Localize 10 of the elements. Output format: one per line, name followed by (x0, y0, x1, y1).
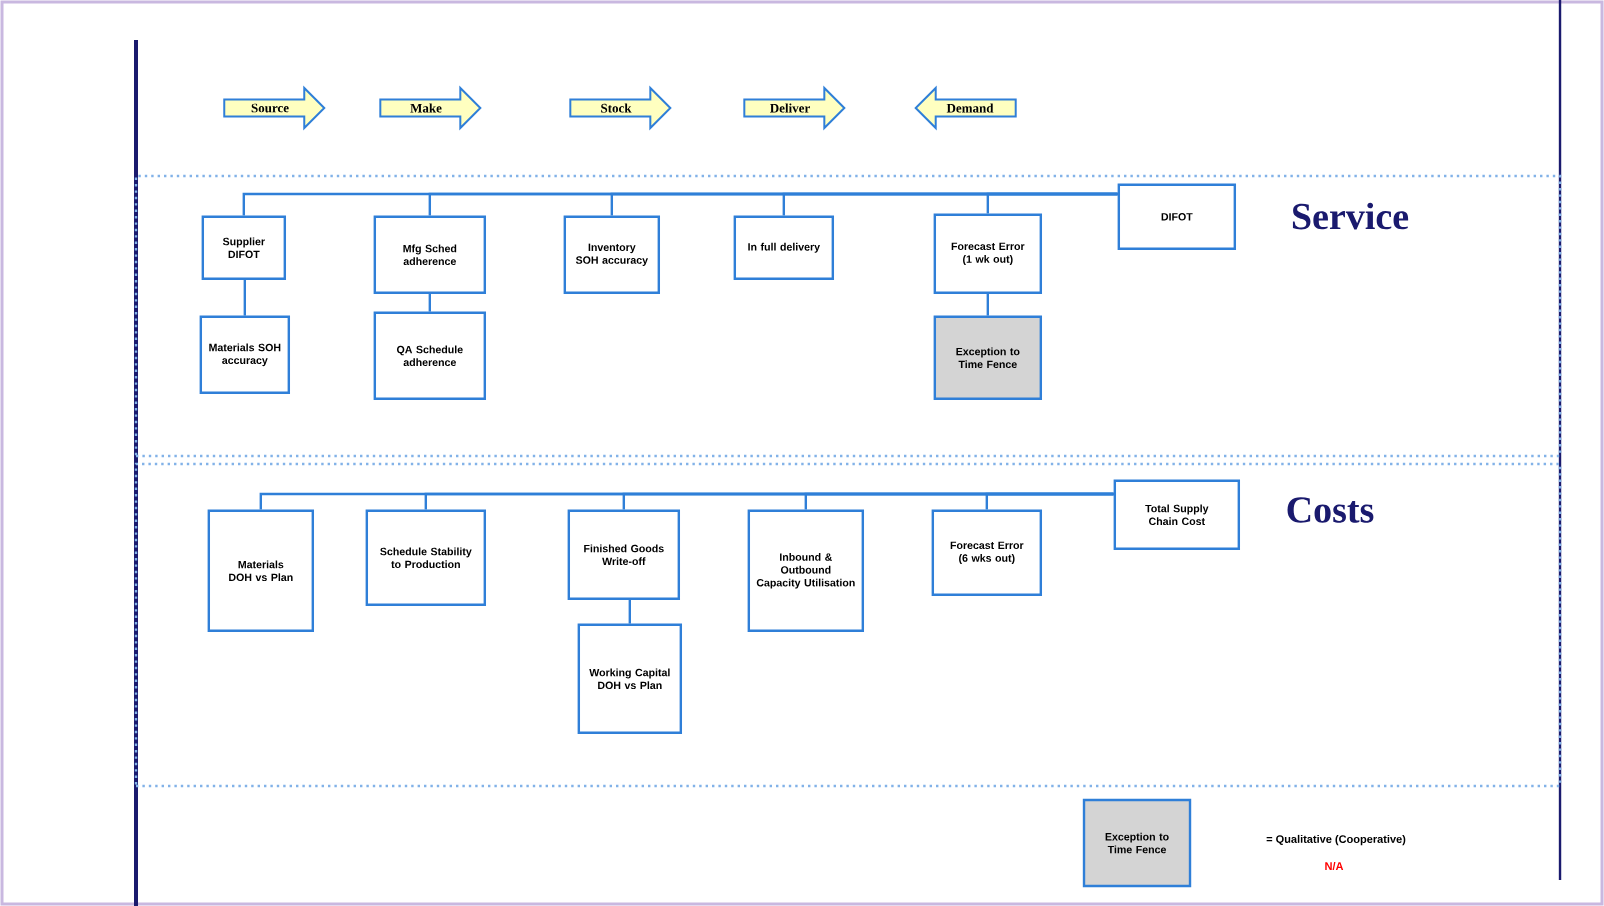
connector-line (986, 192, 1118, 214)
connector-line (986, 294, 990, 316)
section-title: Service (1292, 202, 1409, 230)
connector-line (628, 600, 631, 624)
connector-line (985, 492, 1114, 510)
connector-line (243, 280, 246, 316)
section-title: Costs (1287, 497, 1374, 523)
section-band (134, 174, 1562, 458)
connector-line (428, 294, 431, 312)
section-band (134, 462, 1562, 788)
